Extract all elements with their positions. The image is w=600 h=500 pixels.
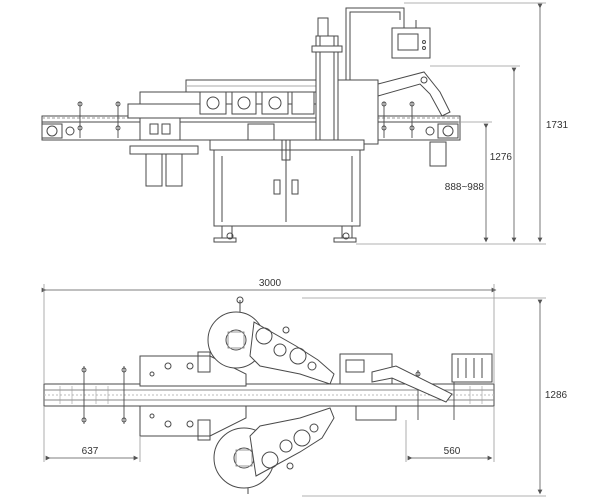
screen-mount [345,7,405,80]
label-top-height: 1276 [490,152,513,163]
motor-left [145,149,163,187]
left-end-block [41,123,63,139]
guide-posts-front [77,101,415,138]
label-total-length: 3000 [259,278,282,289]
left-roller [46,125,58,137]
height-dimensions [356,2,546,245]
lower-station-plate [139,405,247,437]
label-total-height: 1731 [546,120,569,131]
right-end-block [437,123,459,139]
cabinet [213,145,361,227]
plan-arm [371,365,453,403]
plan-view [43,296,495,494]
label-work-height: 888~988 [445,182,485,193]
label-left-offset: 637 [82,446,99,457]
right-motor [429,141,447,167]
plan-dimensions [41,284,546,497]
output-arm [377,71,451,117]
label-width: 1286 [545,390,568,401]
front-elevation [41,7,461,243]
right-motor-plan [451,353,493,383]
label-right-offset: 560 [444,446,461,457]
right-roller [442,125,454,137]
